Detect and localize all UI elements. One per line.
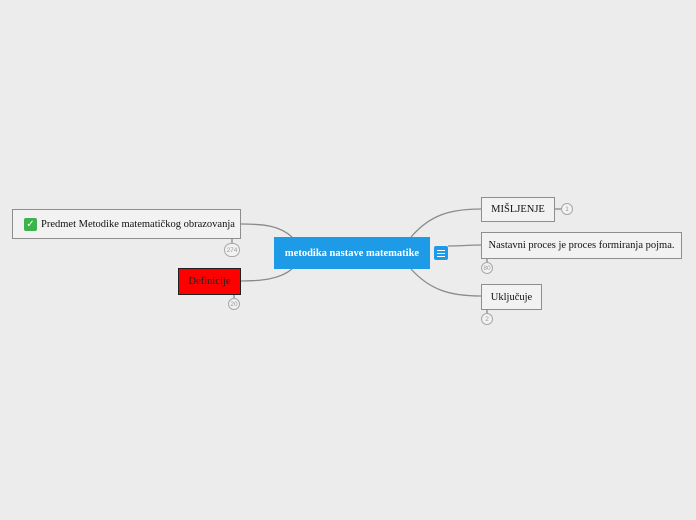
topic-definicije-label: Definicije (188, 276, 231, 287)
connector-predmet (240, 223, 293, 238)
topic-nastavni-proces[interactable]: Nastavni proces je proces formiranja poj… (481, 232, 682, 259)
topic-ukljucuje-label: Uključuje (490, 291, 533, 303)
collapsed-count-badge[interactable]: 20 (228, 298, 240, 310)
topic-definicije[interactable]: Definicije (178, 268, 241, 295)
connector-ukljucuje (410, 268, 482, 297)
collapsed-count-badge[interactable]: 274 (224, 243, 240, 257)
connector-definicije (240, 268, 293, 282)
topic-predmet[interactable]: ✓ Predmet Metodike matematičkog obrazova… (12, 209, 241, 239)
collapsed-count-badge[interactable]: 2 (481, 313, 493, 325)
connector-misljenje (410, 208, 482, 238)
topic-misljenje-label: MIŠLJENJE (491, 204, 545, 215)
notes-icon[interactable] (434, 246, 448, 260)
connector-nastavni (447, 244, 482, 247)
topic-nastavni-proces-label: Nastavni proces je proces formiranja poj… (488, 240, 675, 251)
checkmark-icon: ✓ (24, 217, 37, 231)
topic-predmet-label: Predmet Metodike matematičkog obrazovanj… (41, 218, 235, 230)
central-topic[interactable]: metodika nastave matematike (274, 237, 430, 269)
topic-ukljucuje[interactable]: Uključuje (481, 284, 542, 310)
topic-misljenje[interactable]: MIŠLJENJE (481, 197, 555, 222)
collapsed-count-badge[interactable]: 1 (561, 203, 573, 215)
collapsed-count-badge[interactable]: 80 (481, 262, 493, 274)
